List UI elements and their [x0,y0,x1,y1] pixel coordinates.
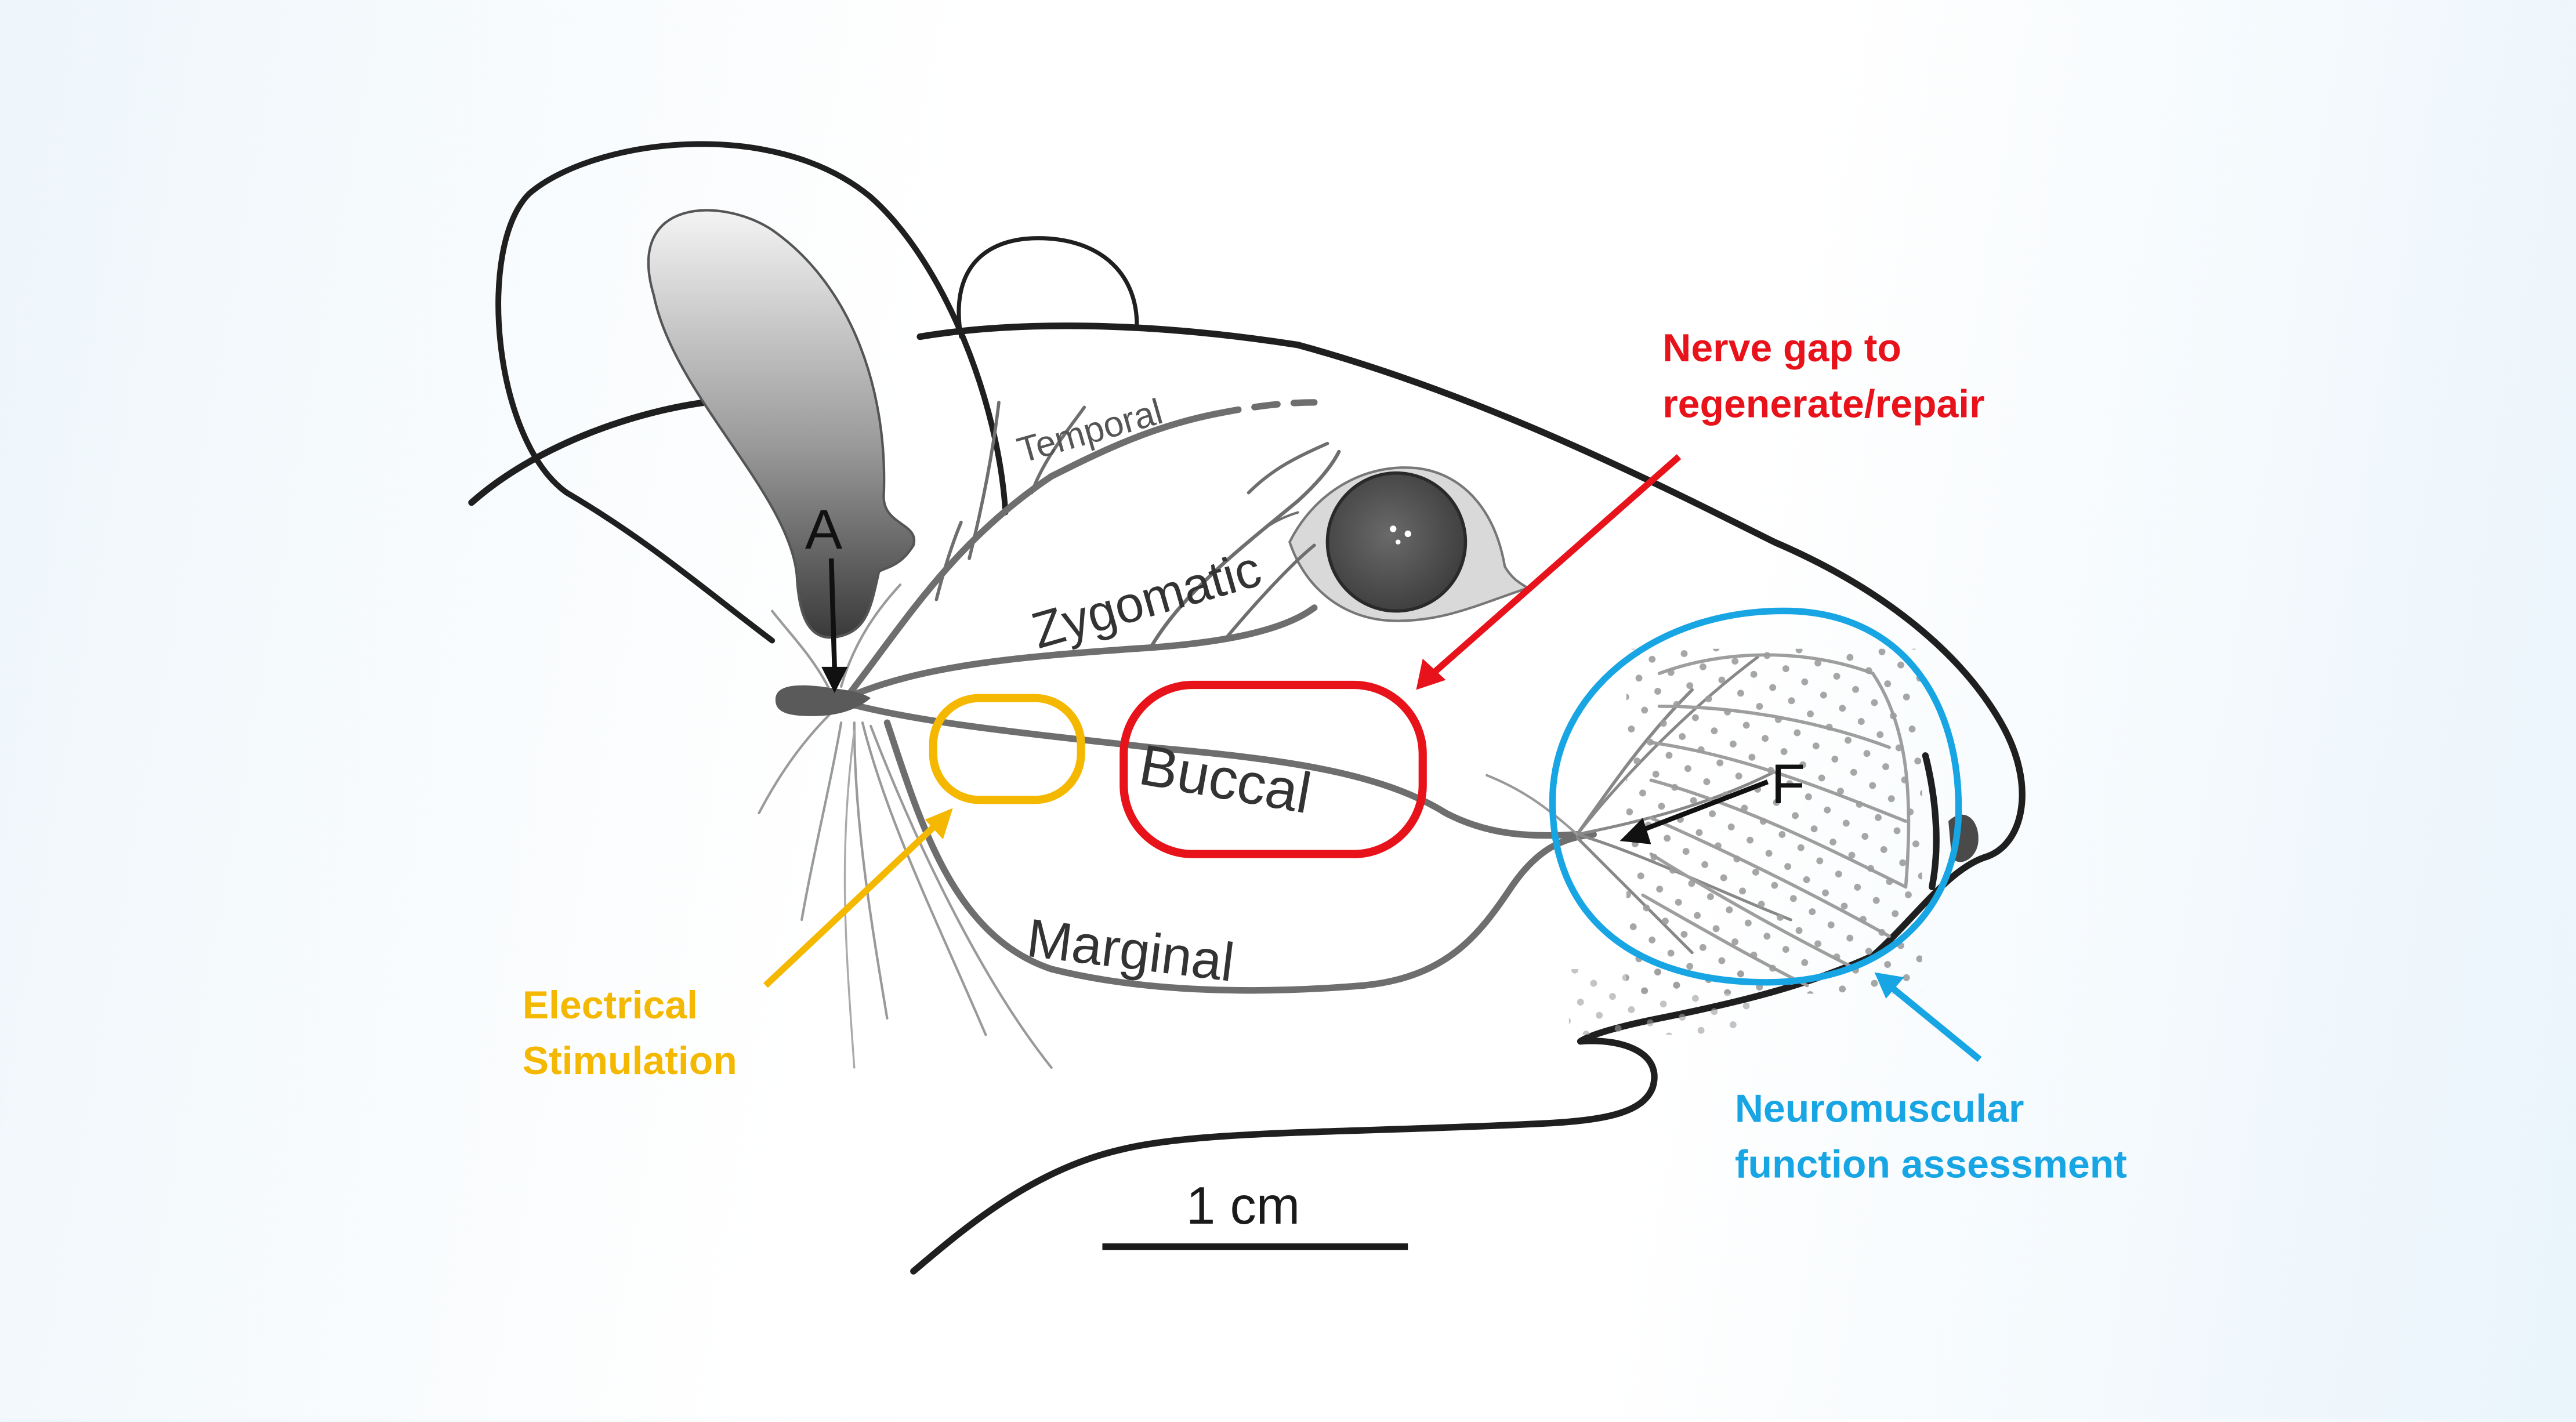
scale-bar: 1 cm [1102,1177,1408,1250]
nerve-gap-arrow [1416,454,1682,690]
scale-bar-label: 1 cm [1186,1177,1300,1235]
head-top-line [916,322,2026,959]
eye [1288,466,1531,622]
arrow-a [821,558,848,694]
whisker-dots [1626,648,1922,994]
marginal-label: Marginal [1024,907,1238,993]
assessment-text: Neuromuscular function assessment [1735,1086,2127,1186]
buccal-branch [842,699,1581,839]
assessment-arrow [1874,972,1982,1062]
chin-line [910,1038,1658,1275]
zygomatic-branch [842,604,1318,702]
nerve-gap-text: Nerve gap to regenerate/repair [1662,326,1984,426]
temporal-dashed [1212,399,1318,418]
stimulation-arrow [763,808,953,988]
neck-line [468,397,723,506]
ear-outline [495,141,1009,644]
point-f-label: F [1771,753,1805,815]
nerve-gap-highlight [1119,680,1427,858]
nose [1922,752,1940,891]
stimulation-text: Electrical Stimulation [523,983,737,1083]
facial-nerve-trunk [775,685,871,716]
stimulation-highlight [929,694,1085,804]
nerve-tree [758,399,1792,1069]
marginal-branch [883,719,1597,994]
buccal-label: Buccal [1135,732,1316,826]
zygomatic-label: Zygomatic [1026,540,1267,659]
temporal-branch [842,411,1219,702]
point-a-label: A [805,499,843,561]
assessment-highlight [1549,607,1962,986]
back-ear-bump [957,236,1139,339]
arrow-f [1619,779,1769,844]
ear-interior [647,209,916,639]
